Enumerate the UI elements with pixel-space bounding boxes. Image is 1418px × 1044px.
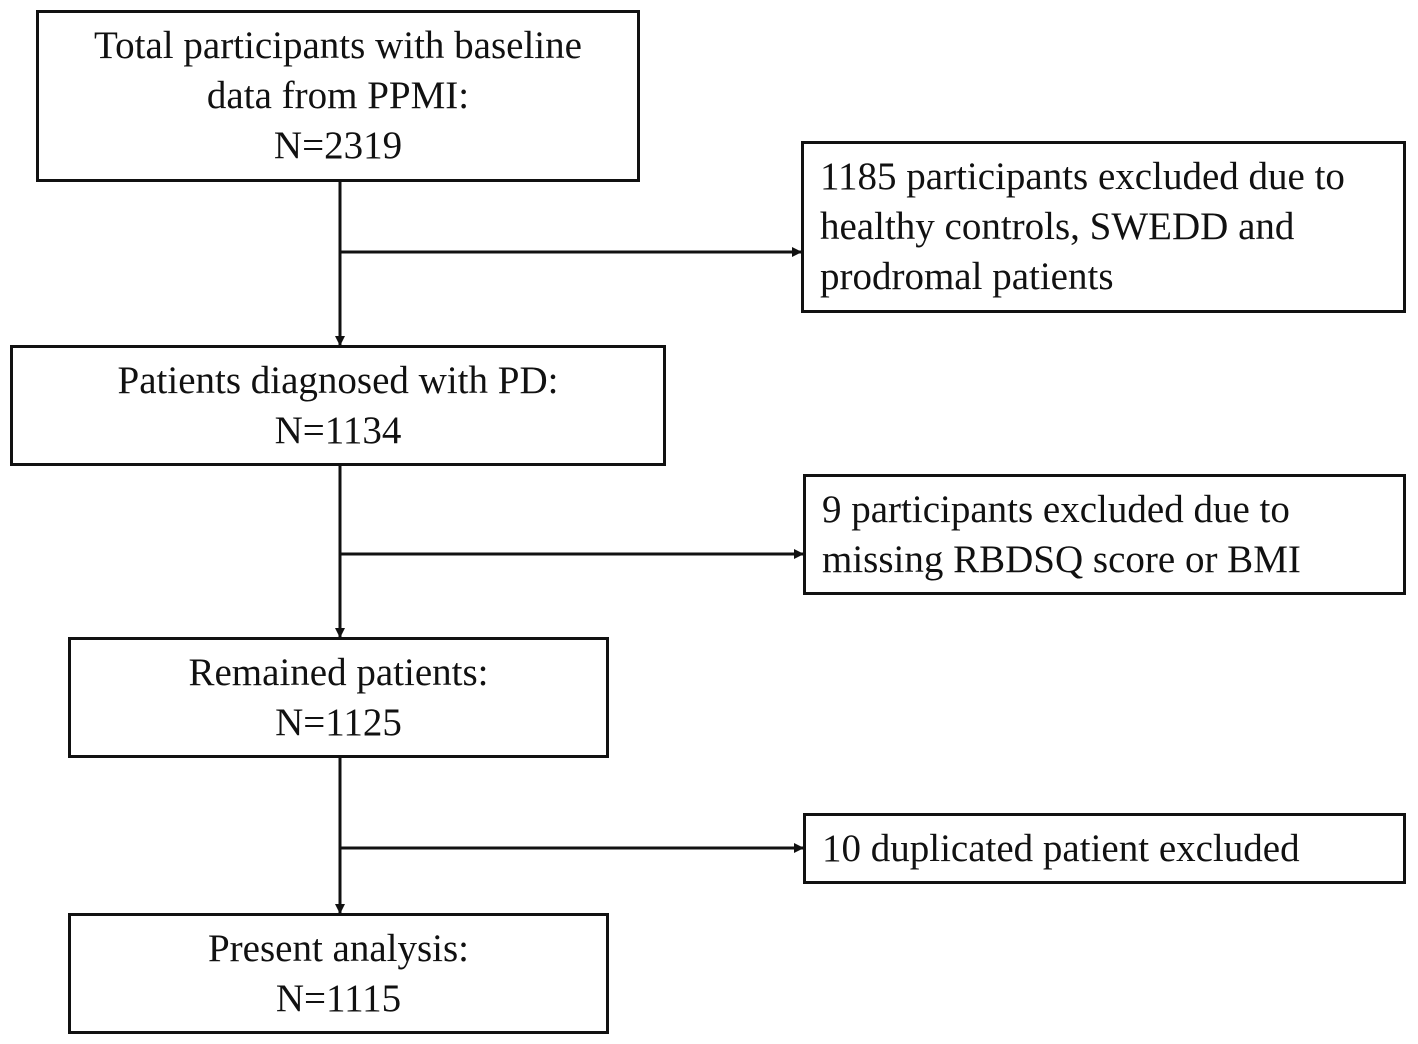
step-count: N=1134 [274, 408, 402, 452]
exclusion-box-1: 1185 participants excluded due to health… [801, 141, 1406, 313]
step-remained-patients: Remained patients: N=1125 [68, 637, 609, 758]
step-text-line: data from PPMI: [206, 74, 470, 117]
step-text-line: Patients diagnosed with PD: [117, 358, 559, 402]
exclusion-text-line: healthy controls, SWEDD and [820, 205, 1295, 248]
exclusion-text-line: prodromal patients [820, 255, 1114, 298]
exclusion-text-line: 9 participants excluded due to [822, 487, 1290, 531]
step-count: N=1115 [275, 976, 402, 1020]
step-text-line: Present analysis: [207, 926, 470, 970]
step-text-line: Remained patients: [188, 650, 489, 694]
step-patients-diagnosed: Patients diagnosed with PD: N=1134 [10, 345, 666, 466]
exclusion-text-line: 1185 participants excluded due to [820, 155, 1345, 198]
step-count: N=2319 [273, 124, 403, 167]
exclusion-box-2: 9 participants excluded due to missing R… [803, 474, 1406, 595]
exclusion-text-line: missing RBDSQ score or BMI [822, 537, 1301, 581]
exclusion-text-line: 10 duplicated patient excluded [822, 826, 1300, 870]
step-present-analysis: Present analysis: N=1115 [68, 913, 609, 1034]
exclusion-box-3: 10 duplicated patient excluded [803, 813, 1406, 884]
step-text-line: Total participants with baseline [94, 24, 582, 67]
step-count: N=1125 [275, 700, 402, 744]
step-total-participants: Total participants with baseline data fr… [36, 10, 640, 182]
